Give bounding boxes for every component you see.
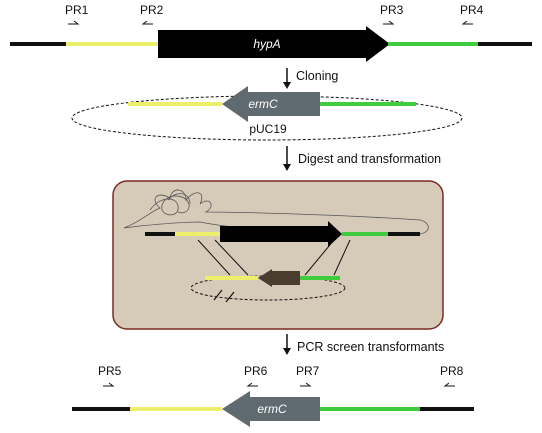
cut-mark-2 <box>225 291 235 303</box>
primer-pr7-arrow-icon <box>300 382 312 387</box>
hypA-gene-arrow <box>158 26 390 62</box>
plasmid-construct: ermC pUC19 <box>71 86 463 141</box>
down-arrowhead-icon <box>283 164 291 171</box>
step-cloning: Cloning <box>283 68 338 89</box>
primer-pr8-arrow-icon <box>443 382 455 387</box>
cut-mark-1 <box>213 289 223 301</box>
primer-pr6-label: PR6 <box>244 364 268 378</box>
crossover-line-right-1 <box>333 239 351 276</box>
primer-pr4-arrow-icon <box>461 20 473 25</box>
primer-pr4-label: PR4 <box>460 3 484 17</box>
primers-bottom: PR5 PR6 PR7 PR8 <box>98 364 464 387</box>
cell-plasmid-ring <box>190 275 346 301</box>
primer-pr5-label: PR5 <box>98 364 122 378</box>
primer-pr7-label: PR7 <box>296 364 320 378</box>
step-digest: Digest and transformation <box>283 146 441 171</box>
mutant-locus: ermC <box>72 391 474 427</box>
primer-pr3-arrow-icon <box>383 20 395 25</box>
pUC19-label: pUC19 <box>249 122 287 136</box>
ermC-final-label: ermC <box>257 402 287 416</box>
down-arrowhead-icon <box>283 348 291 355</box>
primer-pr3-label: PR3 <box>380 3 404 17</box>
bacterial-cell <box>112 180 444 330</box>
step-pcr-label: PCR screen transformants <box>297 340 444 354</box>
cell-ermC-gene-arrow <box>258 269 300 287</box>
primer-pr1-label: PR1 <box>65 3 89 17</box>
native-locus: hypA <box>10 26 532 62</box>
crossover-line-left-2 <box>197 239 231 276</box>
ermC-plasmid-label: ermC <box>248 97 278 111</box>
primer-pr8-label: PR8 <box>440 364 464 378</box>
primer-pr2-arrow-icon <box>141 20 153 25</box>
chromosome-loops <box>149 193 191 216</box>
down-arrowhead-icon <box>283 82 291 89</box>
ermC-gene-arrow-plasmid <box>222 86 320 122</box>
crossover-line-left-1 <box>214 239 249 276</box>
primer-pr6-arrow-icon <box>246 382 258 387</box>
crossover-line-right-2 <box>304 239 335 276</box>
primers-top: PR1 PR2 PR3 PR4 <box>65 3 484 25</box>
step-digest-label: Digest and transformation <box>298 152 441 166</box>
cell-hypA-gene-arrow <box>220 221 342 247</box>
primer-pr2-label: PR2 <box>140 3 164 17</box>
ermC-gene-arrow-final <box>222 391 320 427</box>
primer-pr5-arrow-icon <box>103 382 115 387</box>
hypA-label: hypA <box>253 37 280 51</box>
step-cloning-label: Cloning <box>296 69 338 83</box>
primer-pr1-arrow-icon <box>68 20 80 25</box>
step-pcr: PCR screen transformants <box>283 334 444 355</box>
